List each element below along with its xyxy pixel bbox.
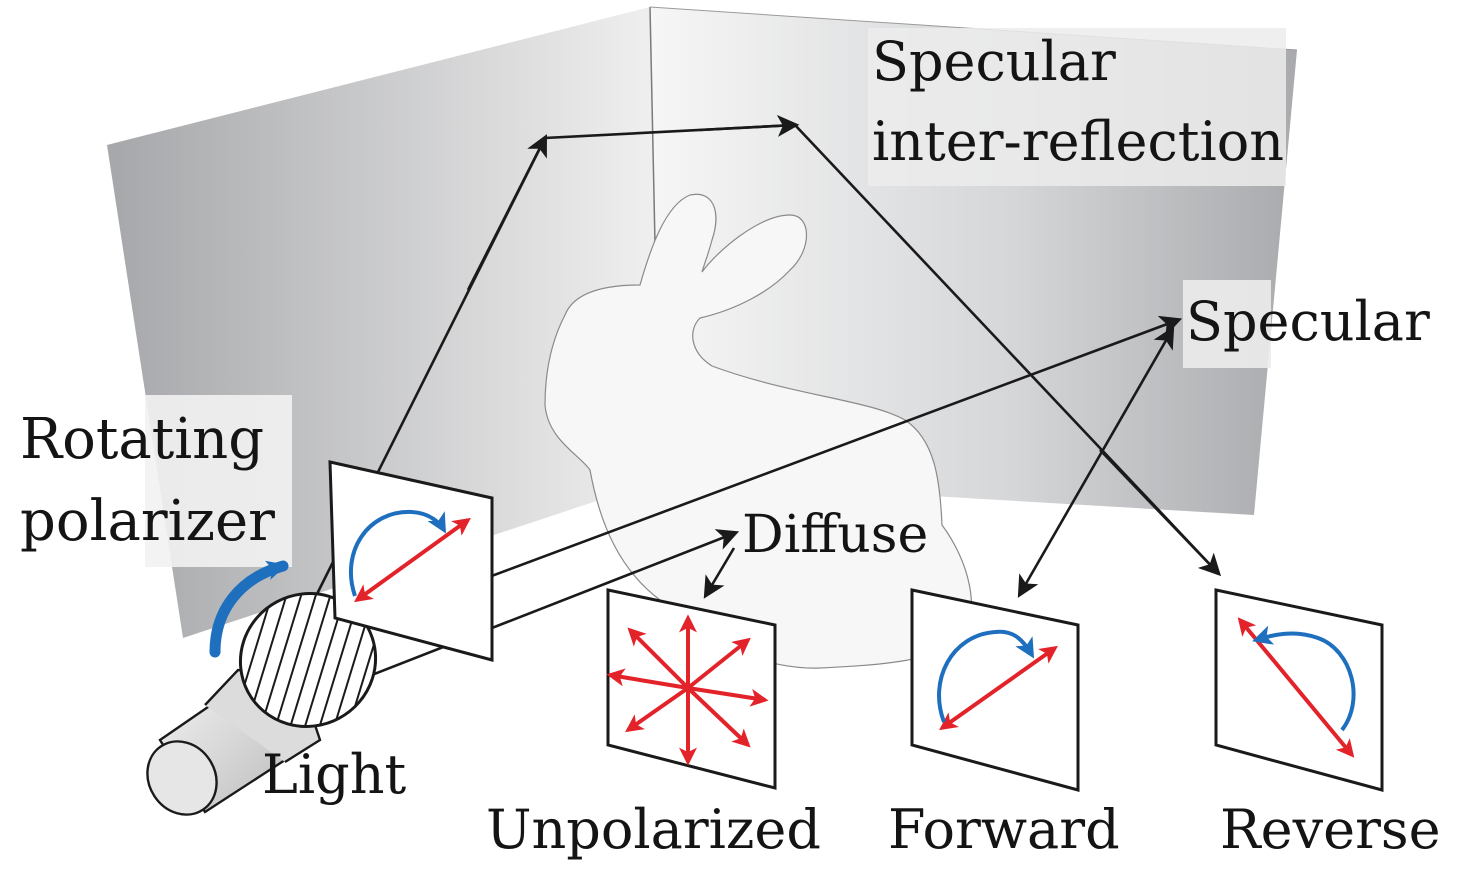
label-specular: Specular (1186, 290, 1430, 353)
ray-inter-reflection (308, 123, 1219, 609)
specular-inter-label-bg (868, 28, 1286, 186)
ray-diffuse-in (363, 529, 740, 680)
bunny-silhouette (544, 193, 973, 669)
label-forward: Forward (888, 798, 1120, 861)
ray-inter-arrow-1 (466, 134, 547, 291)
unpolarized-panel (606, 588, 777, 790)
forward-panel (910, 588, 1080, 792)
rotating-polarizer-label-bg (145, 395, 292, 567)
label-specular-inter-line1: Specular (872, 30, 1116, 93)
label-specular-inter-line2: inter-reflection (872, 110, 1284, 173)
label-rotating: Rotating (20, 407, 264, 472)
source-polarizer-panel (328, 460, 494, 662)
ray-inter-arrow-2 (699, 114, 800, 137)
label-polarizer: polarizer (20, 489, 275, 554)
reverse-panel (1214, 588, 1384, 792)
ray-diffuse-out (703, 547, 736, 599)
rotation-arrow-icon (209, 560, 289, 658)
label-reverse: Reverse (1220, 798, 1441, 861)
label-diffuse: Diffuse (742, 505, 928, 565)
label-unpolarized: Unpolarized (486, 798, 821, 861)
specular-label-bg (1183, 280, 1271, 368)
ray-specular-out (1017, 326, 1175, 598)
label-light: Light (262, 743, 406, 806)
